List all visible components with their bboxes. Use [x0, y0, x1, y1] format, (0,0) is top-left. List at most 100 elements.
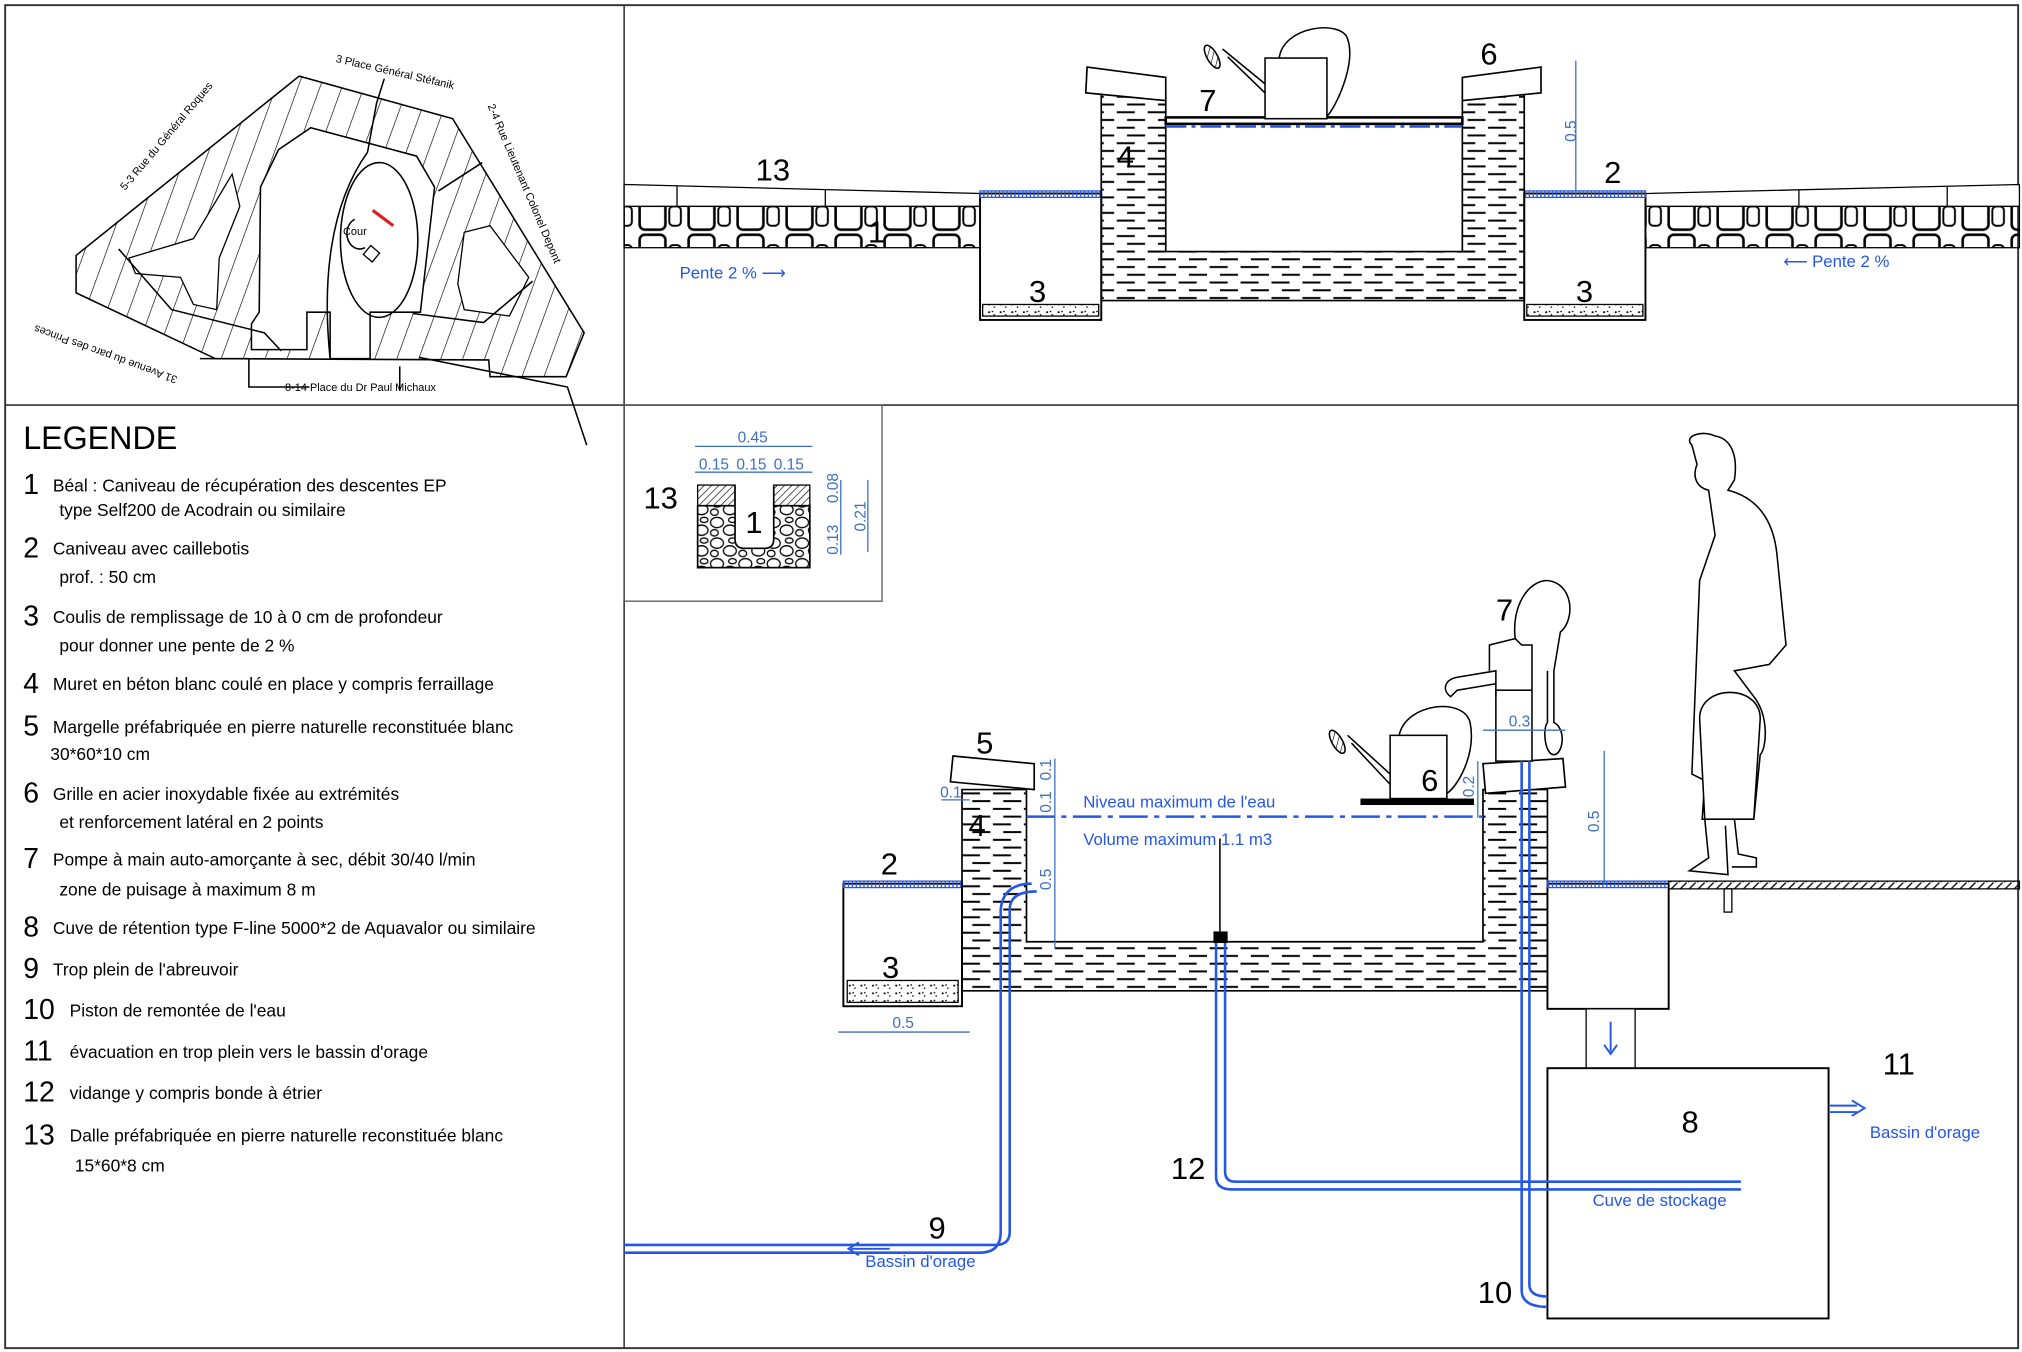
detail-13: 13 1 0.45 0.15 0.15 0.15 0.08 0.13 0.21 [623, 404, 883, 602]
legend-number: 2 [23, 532, 39, 564]
legend-text: Muret en béton blanc coulé en place y co… [53, 674, 494, 694]
legend-number: 10 [23, 994, 55, 1026]
legend-text: Pompe à main auto-amorçante à sec, débit… [53, 850, 476, 870]
dimension-height-top: 0.5 [1563, 60, 1580, 197]
courtyard-area [250, 126, 436, 360]
legend-text: zone de puisage à maximum 8 m [59, 879, 315, 899]
label-b7: 7 [1496, 593, 1513, 628]
legend-text: Béal : Caniveau de récupération des desc… [53, 476, 447, 496]
gutter-bottom-left: 0.5 [838, 880, 970, 1033]
basin-walls-bottom [961, 788, 1549, 992]
legend-number: 9 [23, 953, 39, 985]
legend-text: vidange y compris bonde à étrier [70, 1083, 323, 1103]
overflow-pipe-9 [624, 882, 1037, 1254]
legend-title: LEGENDE [23, 420, 177, 456]
piston-pipe-10 [1520, 761, 1548, 1309]
legend-text: Dalle préfabriquée en pierre naturelle r… [70, 1126, 504, 1146]
water-volume-label: Volume maximum 1.1 m3 [1083, 830, 1272, 849]
dimensions-bottom: 0.1 0.1 0.5 0.1 0.3 0.2 0.5 [940, 713, 1605, 949]
legend-text: 30*60*10 cm [50, 744, 150, 764]
legend-text: et renforcement latéral en 2 points [59, 812, 323, 832]
label-7: 7 [1199, 83, 1216, 118]
label-b2: 2 [881, 847, 898, 882]
gutter-right [1523, 190, 1647, 321]
legend-number: 6 [23, 777, 39, 809]
watering-can-icon [1203, 27, 1351, 120]
coping-right [1461, 66, 1542, 102]
legend: LEGENDE 1 Béal : Caniveau de récupération… [23, 420, 535, 1175]
legend-number: 11 [23, 1035, 52, 1067]
tank-label: Cuve de stockage [1593, 1191, 1727, 1210]
dim-0-15-b: 0.15 [736, 457, 766, 474]
label-b10: 10 [1478, 1275, 1512, 1310]
legend-text: Grille en acier inoxydable fixée au extr… [53, 784, 400, 804]
section-top: 0.5 13 1 4 7 6 2 3 3 Pente 2 % ⟶ ⟵ Pente… [623, 27, 2021, 321]
drain-plug [1213, 931, 1228, 944]
watering-can-icon-bottom [1328, 705, 1473, 800]
legend-number: 4 [23, 668, 39, 700]
dim-cap-2: 0.1 [1038, 791, 1055, 813]
outlet-arrow-left [846, 1241, 890, 1257]
channel-drain [734, 485, 775, 550]
ground-surface [1668, 880, 2021, 890]
legend-text: pour donner une pente de 2 % [59, 635, 294, 655]
legend-text: évacuation en trop plein vers le bassin … [70, 1042, 428, 1062]
grate-right [1523, 190, 1647, 199]
legend-number: 7 [23, 843, 39, 875]
person-figure [1687, 432, 1787, 876]
dim-pump-width: 0.3 [1509, 713, 1531, 730]
courtyard-box [362, 244, 381, 263]
detail-frame [623, 404, 883, 602]
label-6: 6 [1480, 36, 1497, 71]
slope-left: Pente 2 % ⟶ [680, 264, 786, 283]
hand-pump-icon [1444, 579, 1571, 762]
label-b8: 8 [1682, 1105, 1699, 1140]
dim-0-13: 0.13 [825, 525, 842, 555]
dim-0-08: 0.08 [825, 473, 842, 503]
site-plan: Cour 3 Place Général Stéfanik 5-3 Rue du… [32, 53, 588, 446]
overflow-outlet-11 [1828, 1099, 1867, 1117]
legend-text: Caniveau avec caillebotis [53, 539, 250, 559]
legend-text: Margelle préfabriquée en pierre naturell… [53, 717, 514, 737]
label-1: 1 [868, 215, 885, 250]
courtyard-oval [339, 161, 419, 319]
legend-number: 3 [23, 601, 39, 633]
legend-text: prof. : 50 cm [59, 567, 156, 587]
label-b6: 6 [1421, 763, 1438, 798]
svg-text:0.5: 0.5 [1563, 120, 1580, 142]
legend-number: 1 [23, 469, 39, 501]
label-2: 2 [1604, 155, 1621, 190]
storage-tank [1546, 1067, 1830, 1320]
slope-right: ⟵ Pente 2 % [1783, 252, 1889, 271]
dim-basin-depth: 0.5 [1038, 869, 1055, 891]
water-level-label: Niveau maximum de l'eau [1083, 793, 1275, 812]
leader-lines [118, 78, 588, 446]
location-marker [371, 208, 395, 228]
dim-0-15-a: 0.15 [699, 457, 729, 474]
courtyard-label: Cour [343, 226, 367, 238]
wing-east [457, 225, 530, 317]
dim-grille-height: 0.2 [1461, 776, 1478, 798]
detail-label-13: 13 [643, 480, 677, 515]
dim-cap-1: 0.1 [1038, 759, 1055, 781]
dim-ground-height: 0.5 [1586, 811, 1603, 833]
drain-pipe-12 [1214, 941, 1741, 1191]
pavement-right [1644, 183, 2021, 249]
legend-text: type Self200 de Acodrain ou similaire [59, 500, 345, 520]
label-b12: 12 [1171, 1151, 1205, 1186]
street-label-south: 8-14 Place du Dr Paul Michaux [285, 382, 436, 394]
legend-number: 5 [23, 710, 39, 742]
wing-west [128, 172, 241, 311]
coping-left [1084, 66, 1167, 102]
grille-bottom [1360, 798, 1474, 806]
label-b4: 4 [968, 808, 985, 843]
label-b11: 11 [1883, 1047, 1915, 1082]
legend-number: 8 [23, 912, 39, 944]
detail-label-1: 1 [745, 505, 762, 540]
coping-5 [949, 755, 1036, 791]
gutter-bottom-right [1546, 880, 2021, 1069]
outlet-label-left: Bassin d'orage [865, 1252, 975, 1271]
legend-text: Piston de remontée de l'eau [70, 1001, 286, 1021]
legend-text: Trop plein de l'abreuvoir [53, 959, 239, 979]
